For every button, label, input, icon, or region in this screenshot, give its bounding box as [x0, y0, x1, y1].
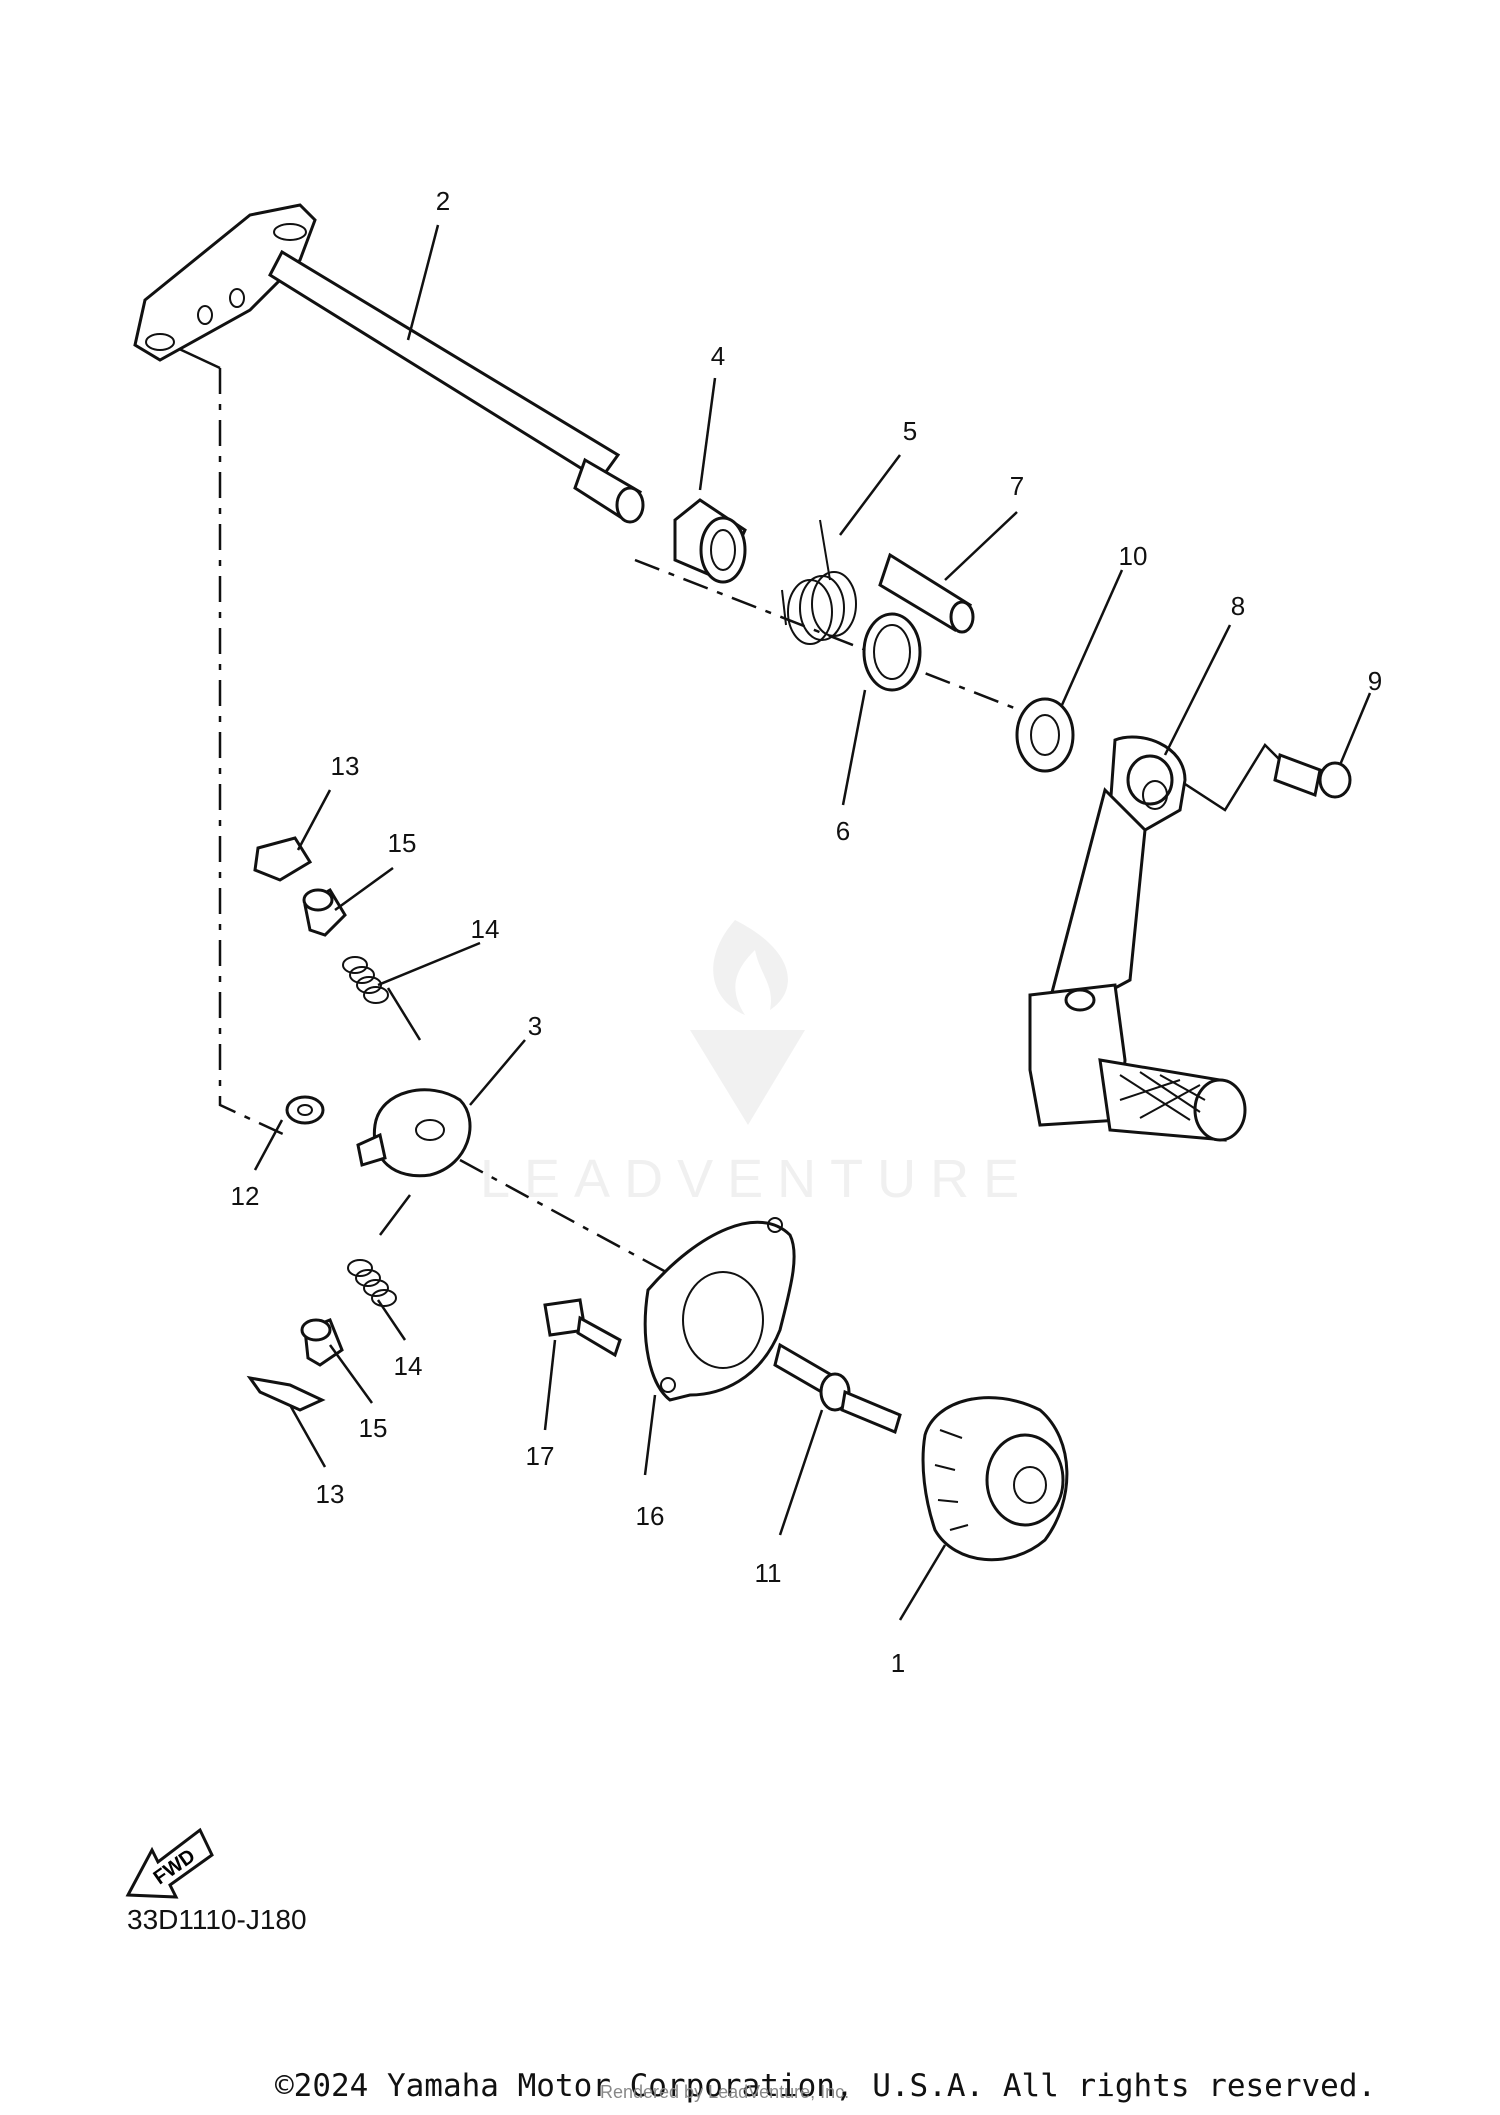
- rendered-by-notice: Rendered by LeadVenture, Inc.: [600, 2082, 850, 2102]
- washer: [862, 612, 922, 692]
- pin-15-lower: [300, 1318, 344, 1367]
- callout-2: 2: [436, 186, 450, 216]
- shift-cam: [921, 1396, 1069, 1562]
- shift-pedal: [1028, 735, 1247, 1142]
- callout-7: 7: [1010, 471, 1024, 501]
- spring-14-upper: [342, 956, 389, 1004]
- callout-1: 1: [891, 1648, 905, 1678]
- callout-12: 12: [231, 1181, 260, 1211]
- pedal-bolt: [1273, 752, 1352, 799]
- shift-shaft: [133, 203, 645, 524]
- pin-15-upper: [302, 887, 347, 937]
- callout-3: 3: [528, 1011, 542, 1041]
- callout-15-upper: 15: [388, 828, 417, 858]
- stud-bolt: [773, 1342, 902, 1435]
- spring-14-lower: [347, 1259, 397, 1307]
- callout-labels: 2 4 5 7 10 8 9 6 13 15 14 3 12 14 15 13 …: [231, 186, 1383, 1678]
- torsion-spring: [781, 519, 857, 645]
- pin: [878, 552, 975, 634]
- callout-4: 4: [711, 341, 725, 371]
- callout-14-upper: 14: [471, 914, 500, 944]
- watermark-text: LEADVENTURE: [480, 1149, 1034, 1209]
- drawing-code: 33D1110-J180: [127, 1904, 307, 1935]
- copyright-notice: ©2024 Yamaha Motor Corporation, U.S.A. A…: [275, 2068, 1377, 2104]
- watermark-logo: [690, 920, 805, 1125]
- callout-13-upper: 13: [331, 751, 360, 781]
- callout-6: 6: [836, 816, 850, 846]
- callout-10: 10: [1119, 541, 1148, 571]
- segment-3: [356, 1088, 472, 1178]
- screw-17: [543, 1298, 622, 1358]
- callout-8: 8: [1231, 591, 1245, 621]
- collar: [673, 498, 747, 584]
- stopper-13-upper: [253, 836, 313, 882]
- stopper-13-lower: [246, 1375, 326, 1412]
- callout-15-lower: 15: [359, 1413, 388, 1443]
- segment-plate: [643, 1217, 796, 1402]
- callout-14-lower: 14: [394, 1351, 423, 1381]
- callout-13-lower: 13: [316, 1479, 345, 1509]
- oil-seal: [1015, 697, 1075, 773]
- callout-5: 5: [903, 416, 917, 446]
- callout-17: 17: [526, 1441, 555, 1471]
- callout-16: 16: [636, 1501, 665, 1531]
- callout-11: 11: [755, 1558, 782, 1588]
- bolt-12: [285, 1095, 325, 1125]
- fwd-arrow-icon: FWD: [125, 1827, 214, 1899]
- callout-9: 9: [1368, 666, 1382, 696]
- callout-leaders: [253, 224, 1372, 1621]
